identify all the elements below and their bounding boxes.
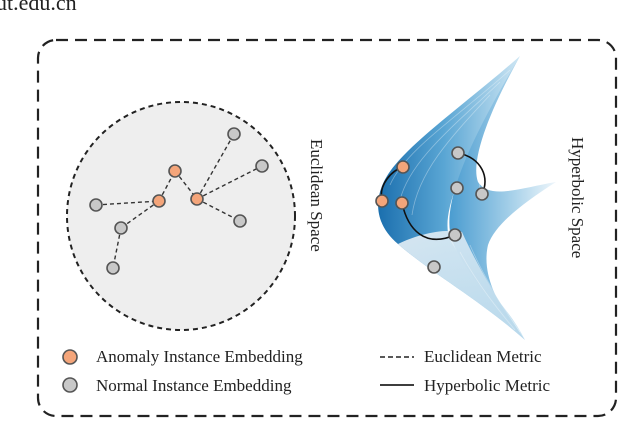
euclidean-space-label: Euclidean Space: [307, 139, 326, 252]
anomaly-node: [190, 192, 204, 206]
anomaly-node: [396, 160, 410, 174]
normal-node: [233, 214, 247, 228]
anomaly-node: [168, 164, 182, 178]
euclidean-nodes: [89, 127, 269, 275]
normal-node: [451, 146, 465, 160]
edge: [196, 165, 263, 200]
surface-contours: [389, 69, 521, 333]
hyperbolic-nodes: [375, 146, 489, 274]
legend-anomaly-marker: [62, 349, 78, 365]
normal-node: [227, 127, 241, 141]
surface-left-sheet: [378, 56, 525, 340]
surface-front-fold: [398, 230, 525, 340]
anomaly-node: [152, 194, 166, 208]
normal-node: [114, 221, 128, 235]
normal-node: [255, 159, 269, 173]
anomaly-node: [395, 196, 409, 210]
normal-node: [475, 187, 489, 201]
euclidean-ball: [66, 101, 296, 331]
edge: [196, 133, 235, 200]
legend: Anomaly Instance Embedding Normal Instan…: [62, 347, 550, 395]
legend-anomaly-label: Anomaly Instance Embedding: [96, 347, 303, 366]
anomaly-node: [375, 194, 389, 208]
edge: [120, 200, 160, 229]
hyperbolic-edge: [401, 202, 456, 241]
legend-normal-label: Normal Instance Embedding: [96, 376, 292, 395]
legend-normal-marker: [62, 377, 78, 393]
normal-node: [450, 181, 464, 195]
edge: [95, 200, 160, 206]
header-fragment: ut.edu.cn: [0, 0, 77, 15]
outer-frame: [36, 38, 618, 418]
normal-node: [89, 198, 103, 212]
normal-node: [448, 228, 462, 242]
normal-node: [427, 260, 441, 274]
normal-node: [106, 261, 120, 275]
hyperbolic-surface: [378, 56, 556, 340]
hyperbolic-space-label: Hyperbolic Space: [568, 137, 587, 258]
legend-euclidean-label: Euclidean Metric: [424, 347, 542, 366]
edge: [196, 198, 241, 222]
legend-hyperbolic-label: Hyperbolic Metric: [424, 376, 550, 395]
